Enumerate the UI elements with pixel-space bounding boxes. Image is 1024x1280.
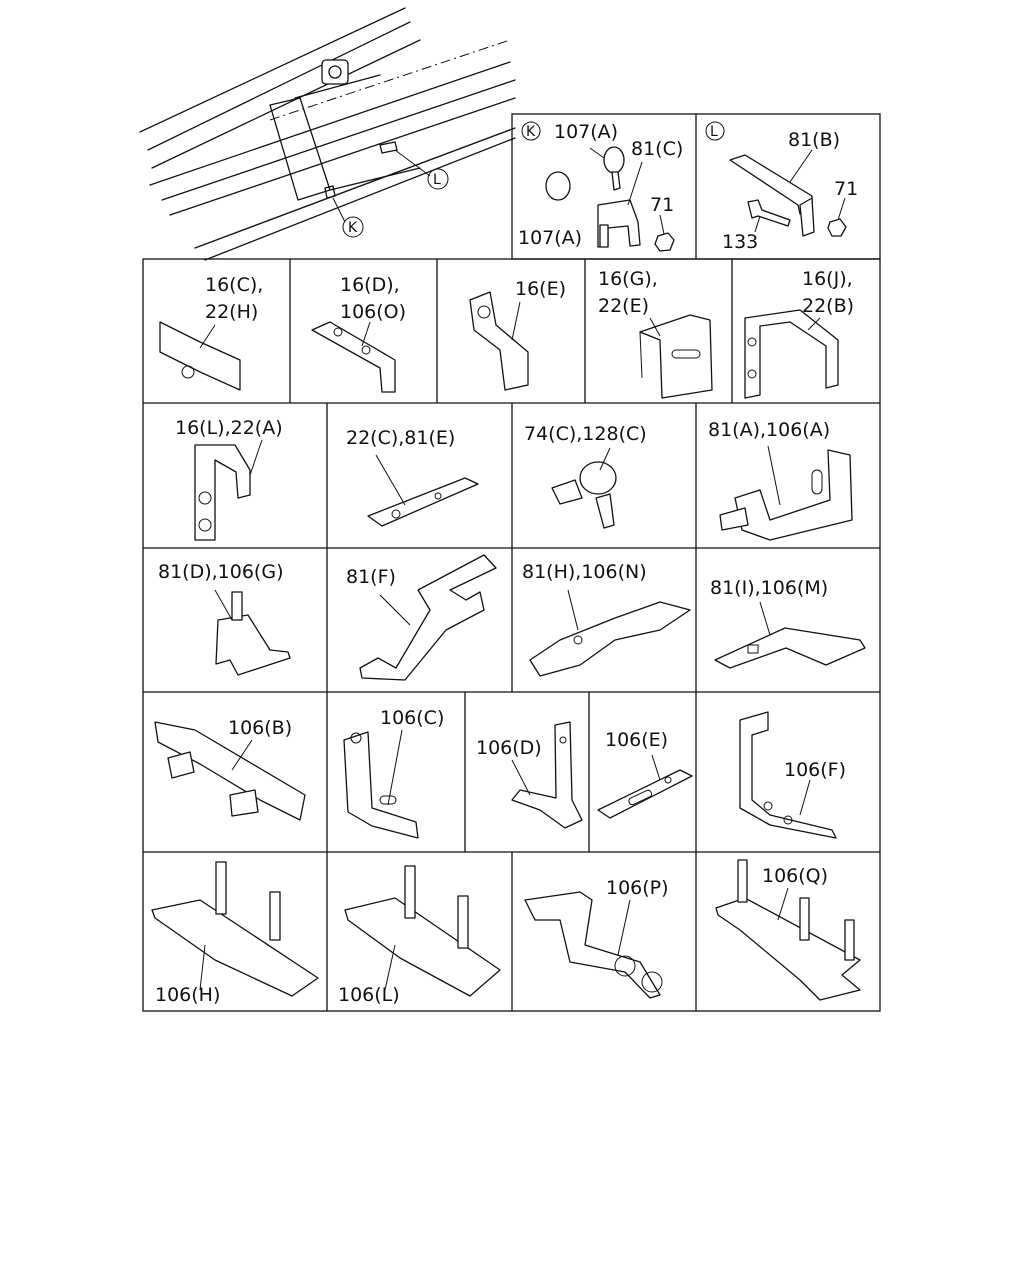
cell-16l-22a: 16(L),22(A) bbox=[175, 417, 283, 541]
callout-l-label: L bbox=[433, 172, 441, 188]
cell-16c-22h: 16(C), 22(H) bbox=[159, 274, 263, 391]
cell-16e: 16(E) bbox=[469, 278, 566, 391]
cell-106e: 106(E) bbox=[597, 729, 693, 819]
cell-106l: 106(L) bbox=[338, 865, 501, 1006]
cell-16d-106o: 16(D), 106(O) bbox=[311, 274, 406, 393]
cell-label: 16(J), bbox=[802, 268, 853, 290]
cell-81d-106g: 81(D),106(G) bbox=[158, 561, 291, 676]
cell-74c-128c: 74(C),128(C) bbox=[524, 423, 647, 529]
cell-label: 106(B) bbox=[228, 717, 292, 739]
detail-k-part-4: 107(A) bbox=[518, 227, 582, 249]
detail-k-part-3: 71 bbox=[650, 194, 674, 216]
cell-label: 106(H) bbox=[155, 984, 220, 1006]
detail-k: K 107(A) 81(C) 71 107(A) bbox=[518, 121, 683, 252]
cell-label: 106(D) bbox=[476, 737, 542, 759]
detail-k-marker: K bbox=[526, 124, 536, 140]
cell-106d: 106(D) bbox=[476, 721, 583, 829]
detail-l-part-3: 133 bbox=[722, 231, 758, 253]
cell-16j-22b: 16(J), 22(B) bbox=[744, 268, 854, 399]
cell-label: 16(L),22(A) bbox=[175, 417, 283, 439]
detail-l-marker: L bbox=[710, 124, 718, 140]
cell-label: 106(O) bbox=[340, 301, 406, 323]
detail-k-part-1: 107(A) bbox=[554, 121, 618, 143]
cell-106c: 106(C) bbox=[343, 707, 444, 839]
cell-81i-106m: 81(I),106(M) bbox=[710, 577, 866, 669]
cell-label: 106(Q) bbox=[762, 865, 828, 887]
cell-106q: 106(Q) bbox=[715, 859, 861, 1001]
cell-label: 22(E) bbox=[598, 295, 649, 317]
cell-label: 106(L) bbox=[338, 984, 400, 1006]
callout-k-label: K bbox=[348, 220, 358, 236]
cell-label: 16(G), bbox=[598, 268, 658, 290]
detail-l-part-1: 81(B) bbox=[788, 129, 840, 151]
cell-label: 22(C),81(E) bbox=[346, 427, 455, 449]
cell-106p: 106(P) bbox=[524, 877, 669, 999]
cell-label: 81(F) bbox=[346, 566, 396, 588]
cell-81h-106n: 81(H),106(N) bbox=[522, 561, 691, 677]
parts-grid bbox=[142, 113, 881, 1012]
cell-81a-106a: 81(A),106(A) bbox=[708, 419, 853, 541]
detail-l-part-2: 71 bbox=[834, 178, 858, 200]
cell-81f: 81(F) bbox=[346, 554, 497, 681]
cell-label: 16(C), bbox=[205, 274, 263, 296]
cell-label: 106(E) bbox=[605, 729, 668, 751]
cell-label: 106(C) bbox=[380, 707, 444, 729]
chassis-overview: L K bbox=[139, 7, 516, 261]
detail-k-part-2: 81(C) bbox=[631, 138, 683, 160]
cell-106f: 106(F) bbox=[739, 711, 846, 839]
cell-label: 22(B) bbox=[802, 295, 854, 317]
cell-label: 81(A),106(A) bbox=[708, 419, 830, 441]
cell-label: 81(H),106(N) bbox=[522, 561, 647, 583]
detail-l: L 81(B) 71 133 bbox=[705, 121, 858, 253]
cell-label: 22(H) bbox=[205, 301, 258, 323]
cell-label: 106(P) bbox=[606, 877, 669, 899]
cell-label: 74(C),128(C) bbox=[524, 423, 647, 445]
cell-label: 16(E) bbox=[515, 278, 566, 300]
cell-106h: 106(H) bbox=[151, 861, 319, 1006]
cell-label: 16(D), bbox=[340, 274, 400, 296]
cell-label: 106(F) bbox=[784, 759, 846, 781]
cell-22c-81e: 22(C),81(E) bbox=[346, 427, 479, 527]
cell-16g-22e: 16(G), 22(E) bbox=[598, 268, 713, 399]
cell-106b: 106(B) bbox=[154, 717, 306, 821]
cell-label: 81(I),106(M) bbox=[710, 577, 828, 599]
cell-label: 81(D),106(G) bbox=[158, 561, 284, 583]
